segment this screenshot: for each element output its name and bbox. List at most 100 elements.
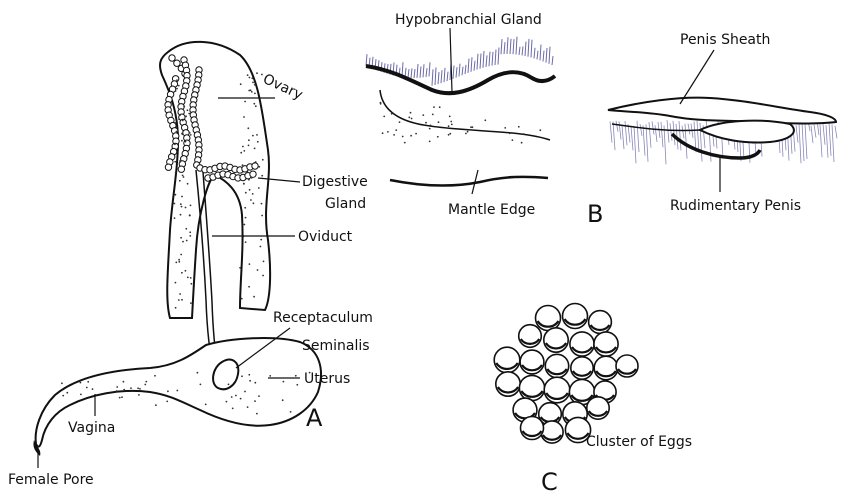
stipple-dot: [231, 396, 233, 398]
mantle-edge-line: [390, 177, 548, 186]
stipple-dot: [138, 394, 140, 396]
stipple-dot: [180, 237, 182, 239]
stipple-dot: [296, 384, 298, 386]
stipple-dot: [139, 388, 141, 390]
stipple-dot: [178, 299, 180, 301]
stipple-dot: [244, 391, 246, 393]
stipple-dot: [189, 235, 191, 237]
hatch-line: [414, 69, 415, 78]
stipple-dot: [187, 109, 189, 111]
stipple-dot: [243, 150, 245, 152]
hatch-line: [622, 126, 624, 149]
panel-c-letter: C: [541, 468, 558, 494]
stipple-dot: [189, 214, 191, 216]
stipple-dot: [205, 404, 207, 406]
hatch-line: [631, 126, 633, 150]
digestive-gland-label-1: Digestive: [302, 174, 368, 190]
stipple-dot: [261, 203, 263, 205]
panel-c: Cluster of Eggs C: [494, 304, 692, 494]
stipple-dot: [410, 112, 412, 114]
stipple-dot: [174, 143, 176, 145]
stipple-dot: [521, 142, 523, 144]
stipple-dot: [245, 192, 247, 194]
hatch-line: [486, 55, 487, 67]
stipple-dot: [539, 129, 541, 131]
hatch-line: [685, 124, 687, 159]
stipple-dot: [247, 74, 249, 76]
stipple-dot: [262, 159, 264, 161]
hatch-line: [420, 66, 421, 77]
hypobranchial-hatching: [366, 37, 553, 86]
stipple-dot: [429, 141, 431, 143]
stipple-dot: [261, 215, 263, 217]
stipple-dot: [249, 77, 251, 79]
stipple-dot: [130, 387, 132, 389]
stipple-dot: [181, 196, 183, 198]
stipple-dot: [472, 126, 474, 128]
hatch-line: [417, 64, 418, 78]
stipple-dot: [433, 106, 435, 108]
stipple-dot: [226, 401, 228, 403]
stipple-dot: [228, 384, 230, 386]
stipple-dot: [175, 172, 177, 174]
stipple-dot: [437, 136, 439, 138]
stipple-dot: [408, 117, 410, 119]
stipple-dot: [200, 384, 202, 386]
hatch-line: [634, 126, 636, 163]
stipple-dot: [179, 114, 181, 116]
stipple-dot: [178, 261, 180, 263]
stipple-dot: [137, 387, 139, 389]
stipple-dot: [256, 413, 258, 415]
hatch-line: [625, 121, 627, 145]
hatch-line: [552, 56, 553, 65]
stipple-dot: [523, 133, 525, 135]
stipple-dot: [241, 375, 243, 377]
stipple-dot: [258, 187, 260, 189]
stipple-dot: [512, 139, 514, 141]
stipple-dot: [180, 254, 182, 256]
hatch-line: [613, 122, 615, 151]
stipple-dot: [178, 85, 180, 87]
stipple-dot: [116, 386, 118, 388]
stipple-dot: [61, 382, 63, 384]
hatch-line: [522, 46, 523, 55]
hatch-line: [667, 120, 669, 143]
hatch-line: [531, 40, 532, 58]
stipple-dot: [393, 134, 395, 136]
stipple-dot: [176, 131, 178, 133]
stipple-dot: [251, 177, 253, 179]
stipple-dot: [167, 390, 169, 392]
stipple-dot: [252, 193, 254, 195]
hatch-line: [489, 52, 490, 67]
stipple-dot: [180, 214, 182, 216]
stipple-dot: [86, 387, 88, 389]
stipple-dot: [180, 203, 182, 205]
stipple-dot: [175, 194, 177, 196]
hatch-line: [697, 121, 699, 153]
stipple-dot: [175, 262, 177, 264]
hatch-line: [664, 125, 666, 164]
hatch-line: [543, 51, 544, 62]
stipple-dot: [241, 298, 243, 300]
stipple-dot: [411, 118, 413, 120]
hatch-line: [805, 123, 807, 158]
hatch-line: [829, 122, 831, 156]
stipple-dot: [432, 114, 434, 116]
stipple-dot: [484, 119, 486, 121]
hatch-line: [507, 37, 508, 54]
stipple-dot: [187, 183, 189, 185]
hatch-line: [426, 68, 427, 77]
penis-sheath-leader: [680, 50, 714, 104]
stipple-dot: [183, 106, 185, 108]
hypobranchial-gland-edge: [366, 66, 555, 93]
stipple-dot: [247, 127, 249, 129]
stipple-dot: [450, 121, 452, 123]
hatch-line: [826, 125, 828, 157]
stipple-dot: [295, 375, 297, 377]
stipple-dot: [449, 116, 451, 118]
stipple-dot: [183, 176, 185, 178]
hatch-line: [525, 42, 526, 56]
stipple-dot: [404, 142, 406, 144]
stipple-dot: [387, 131, 389, 133]
stipple-dot: [425, 122, 427, 124]
